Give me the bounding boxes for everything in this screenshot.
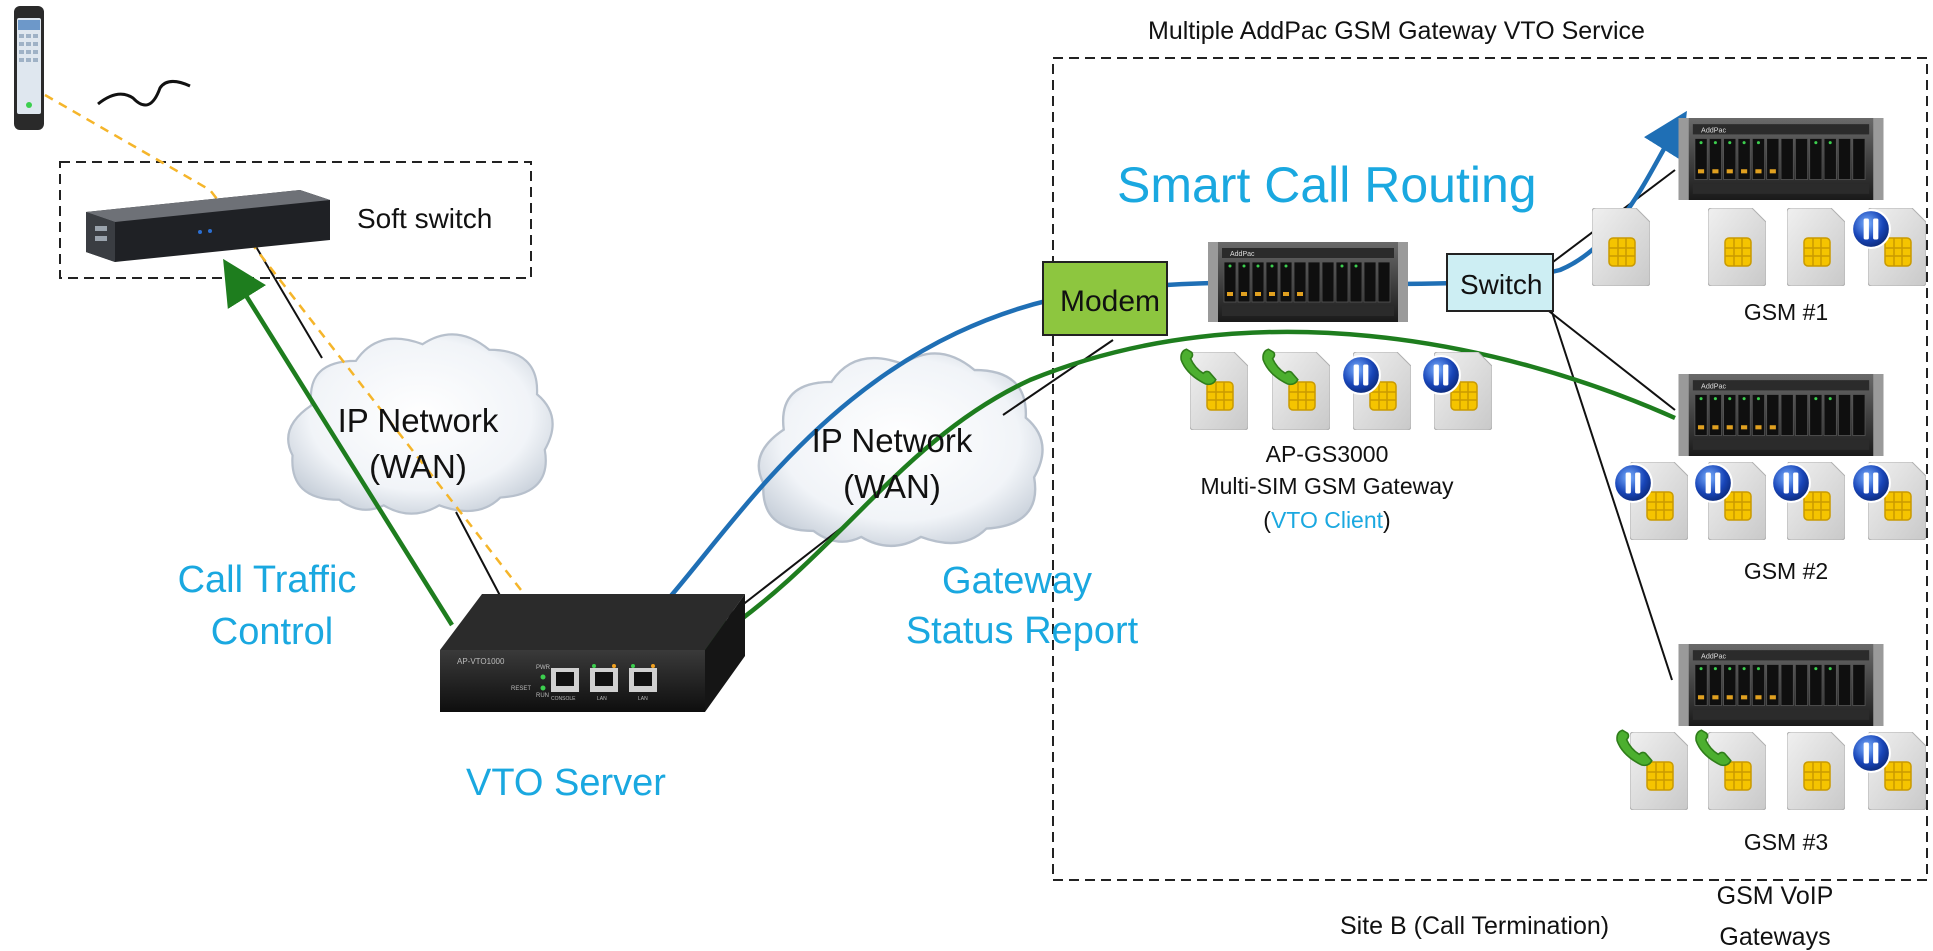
mobile-phone-icon (14, 6, 44, 130)
gsm2-label: GSM #2 (1744, 558, 1828, 584)
gs3000-sim-group (1180, 348, 1492, 430)
pause-icon (1693, 463, 1733, 503)
ip-network-right-line1: IP Network (812, 422, 973, 459)
sim-card-icon (1787, 208, 1845, 286)
svg-text:LAN: LAN (638, 696, 648, 702)
gsm-gateway-chassis-icon (1208, 241, 1408, 323)
modem-label: Modem (1060, 285, 1160, 318)
switch-label: Switch (1460, 269, 1542, 300)
sim-card-icon (1630, 732, 1688, 810)
sim-card-icon (1787, 732, 1845, 810)
ap-gs3000-role: (VTO Client) (1263, 507, 1390, 533)
gsm-gateway-chassis-icon (1677, 118, 1885, 200)
soft-switch-label: Soft switch (357, 203, 492, 234)
gsm-voip-gateways-line2: Gateways (1719, 923, 1830, 951)
pause-icon (1851, 733, 1891, 773)
signal-wave (97, 80, 191, 107)
gsm-voip-gateways-line1: GSM VoIP (1717, 882, 1834, 910)
ip-network-right-line2: (WAN) (843, 468, 941, 505)
gateway-status-report-line2: Status Report (906, 610, 1139, 652)
sim-card-icon (1708, 732, 1766, 810)
status-report-route (693, 329, 1676, 653)
pause-icon (1613, 463, 1653, 503)
sim-card-icon (1190, 352, 1248, 430)
svg-text:PWR: PWR (536, 665, 551, 671)
ap-gs3000-model: AP-GS3000 (1266, 441, 1389, 467)
svg-text:RUN: RUN (536, 693, 549, 699)
gsm3-sim-group (1616, 729, 1926, 810)
pause-icon (1851, 209, 1891, 249)
site-box-title: Multiple AddPac GSM Gateway VTO Service (1148, 17, 1645, 45)
gsm2-sim-group (1613, 462, 1926, 540)
ip-network-left-line2: (WAN) (369, 448, 467, 485)
gateway-status-report-line1: Gateway (942, 560, 1092, 602)
rack-server-icon (86, 190, 330, 262)
sim-card-icon (1592, 208, 1650, 286)
switch-box (1446, 253, 1554, 312)
ap-gs3000-desc: Multi-SIM GSM Gateway (1200, 473, 1454, 499)
gsm-gateway-chassis-icon (1677, 374, 1885, 456)
ip-network-left-line1: IP Network (338, 402, 499, 439)
sim-card-icon (1272, 352, 1330, 430)
call-traffic-control-line2: Control (211, 611, 334, 653)
gsm1-label: GSM #1 (1744, 299, 1828, 325)
svg-text:AP-VTO1000: AP-VTO1000 (457, 657, 505, 666)
svg-text:LAN: LAN (597, 696, 607, 702)
call-traffic-route (223, 258, 454, 627)
pause-icon (1851, 463, 1891, 503)
pause-icon (1771, 463, 1811, 503)
svg-text:RESET: RESET (511, 686, 531, 692)
gsm-gateway-chassis-icon (1677, 644, 1885, 726)
smart-call-routing-label: Smart Call Routing (1117, 157, 1537, 213)
pause-icon (1341, 355, 1381, 395)
call-traffic-control-line1: Call Traffic (178, 559, 357, 601)
gsm3-label: GSM #3 (1744, 829, 1828, 855)
soft-switch-box (59, 161, 532, 279)
site-box (1052, 57, 1928, 881)
modem-box (1042, 261, 1168, 336)
vto-box-icon: AP-VTO1000 PWR RUN RESET CONSOLE LAN LAN (440, 594, 745, 712)
vto-server-label: VTO Server (466, 762, 666, 804)
svg-text:CONSOLE: CONSOLE (551, 696, 576, 702)
sim-card-icon (1708, 208, 1766, 286)
gsm1-sim-group (1592, 208, 1926, 286)
site-b-label: Site B (Call Termination) (1340, 912, 1609, 940)
pause-icon (1421, 355, 1461, 395)
